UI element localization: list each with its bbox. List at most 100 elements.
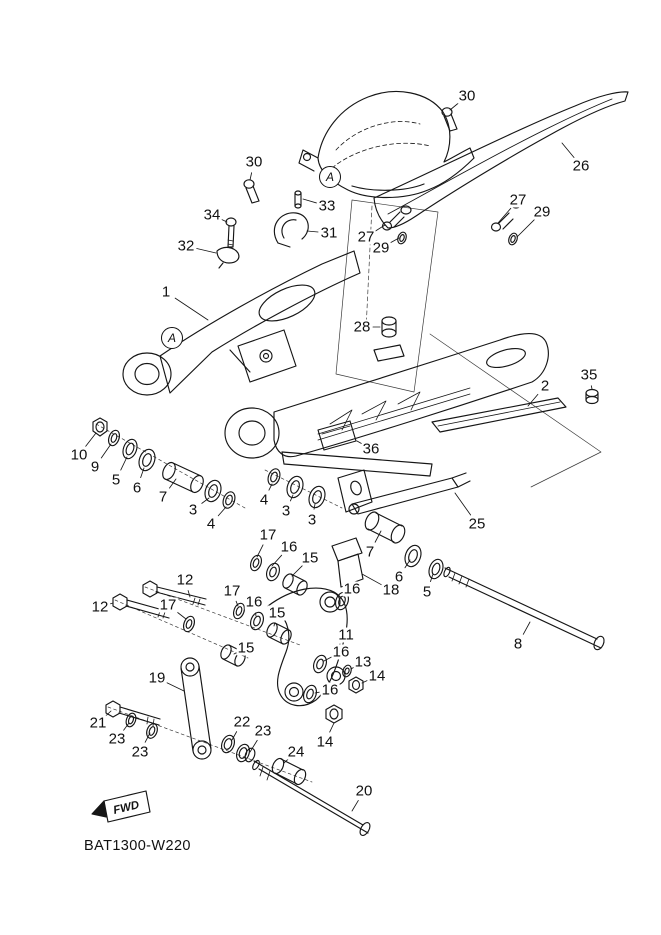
leader-line-9 xyxy=(100,443,112,459)
leader-line-25 xyxy=(454,492,472,516)
leader-line-6 xyxy=(404,559,411,569)
washer-17 xyxy=(182,615,196,633)
leader-line-30 xyxy=(249,172,253,181)
flange-bolt-30 xyxy=(243,179,260,204)
leader-line-16 xyxy=(323,656,332,662)
axle-slot xyxy=(486,347,526,369)
damper-block xyxy=(373,316,405,362)
fwd-label: FWD xyxy=(112,799,140,817)
relay-nuts xyxy=(325,664,364,724)
leader-line-15 xyxy=(273,623,275,627)
bolt-12-head xyxy=(142,580,158,598)
leader-line-23 xyxy=(249,739,258,753)
wire-clip-31 xyxy=(273,212,309,248)
leader-line-22 xyxy=(231,731,238,741)
lower-cross-member xyxy=(281,451,433,477)
spacer-4 xyxy=(267,468,281,486)
bearing-6 xyxy=(404,544,422,568)
bearing-6 xyxy=(138,448,156,472)
leader-line-4 xyxy=(217,506,227,517)
leader-line-24 xyxy=(283,759,289,764)
leader-line-7 xyxy=(169,478,177,489)
mud-guard xyxy=(373,91,629,229)
relay-bolt-upper xyxy=(142,580,292,645)
leader-line-29 xyxy=(390,237,400,244)
leader-line-15 xyxy=(233,652,237,655)
leader-line-14 xyxy=(329,722,335,733)
washer-13 xyxy=(342,664,352,678)
front-boss xyxy=(224,407,280,459)
leader-line-10 xyxy=(85,432,97,447)
collar-15 xyxy=(282,573,308,596)
washer-29 xyxy=(397,231,407,245)
chain-guide-strip xyxy=(431,397,567,433)
bolt-12-head xyxy=(112,593,128,611)
leader-line-13 xyxy=(350,667,354,670)
leader-line-8 xyxy=(522,621,531,635)
leader-line-36 xyxy=(356,440,362,444)
bushing-22 xyxy=(236,743,250,763)
leader-line-33 xyxy=(302,198,317,204)
leader-line-34 xyxy=(221,219,228,223)
leader-line-19 xyxy=(166,682,185,692)
fender-bolt-hole xyxy=(302,152,312,162)
construction-lines xyxy=(95,199,602,783)
oil-seal-5 xyxy=(122,438,138,460)
bearing-3 xyxy=(308,485,326,509)
leader-line-17 xyxy=(235,600,239,607)
leader-line-27 xyxy=(374,224,386,232)
hex-nut-14 xyxy=(325,704,343,724)
leader-line-16 xyxy=(314,691,320,694)
leader-line-1 xyxy=(174,297,209,321)
swingarm-front-arm xyxy=(122,250,361,396)
hex-nut-14 xyxy=(348,676,364,694)
leader-line-3 xyxy=(201,497,210,504)
pivot-bearing-stack-middle xyxy=(267,468,326,509)
leader-line-12 xyxy=(187,590,191,598)
collar-7 xyxy=(364,511,406,544)
bolt-27 xyxy=(381,211,405,231)
leader-line-4 xyxy=(268,483,273,491)
guard-mount-boss xyxy=(400,205,412,215)
washer-set-upper xyxy=(249,554,308,596)
leader-line-23 xyxy=(144,732,151,743)
leader-line-17 xyxy=(176,611,187,620)
leader-line-32 xyxy=(196,248,217,254)
leader-line-7 xyxy=(374,530,382,543)
leader-line-31 xyxy=(306,230,319,233)
connecting-rods xyxy=(180,657,212,760)
leader-line-29 xyxy=(516,219,535,238)
rear-fender-front xyxy=(298,91,475,199)
bearing-3 xyxy=(204,479,222,503)
oil-seal-5 xyxy=(428,558,444,580)
collar-7 xyxy=(162,461,204,494)
pivot-shaft xyxy=(443,566,605,651)
fwd-direction-flag: FWD xyxy=(91,790,151,823)
bolt-27 xyxy=(490,212,514,232)
leader-line-5 xyxy=(120,456,128,471)
leader-line-27 xyxy=(497,207,512,224)
oil-seal-16 xyxy=(250,611,264,631)
relay-shaft xyxy=(252,759,371,836)
leader-line-26 xyxy=(561,142,575,158)
leader-line-3 xyxy=(313,503,316,510)
leader-line-2 xyxy=(527,393,539,407)
washer-23 xyxy=(125,712,137,728)
end-cap xyxy=(585,388,599,405)
guard-mount-boss xyxy=(510,199,522,209)
pivot-boss xyxy=(122,352,172,396)
fwd-arrow-icon xyxy=(91,800,107,818)
tension-bar xyxy=(348,472,471,515)
leader-line-15 xyxy=(291,565,303,577)
leader-line-3 xyxy=(289,494,294,502)
leader-line-5 xyxy=(430,573,434,582)
pivot-bearing-stack-left xyxy=(92,417,236,509)
relay-bracket xyxy=(337,469,373,513)
flange-bolt-30 xyxy=(441,107,458,132)
leader-line-6 xyxy=(140,467,145,479)
oil-seal-16 xyxy=(266,562,280,582)
leader-line-30 xyxy=(449,102,459,111)
bolt-21-head xyxy=(105,700,121,718)
stay-bracket xyxy=(331,537,364,588)
top-fasteners xyxy=(216,107,518,269)
